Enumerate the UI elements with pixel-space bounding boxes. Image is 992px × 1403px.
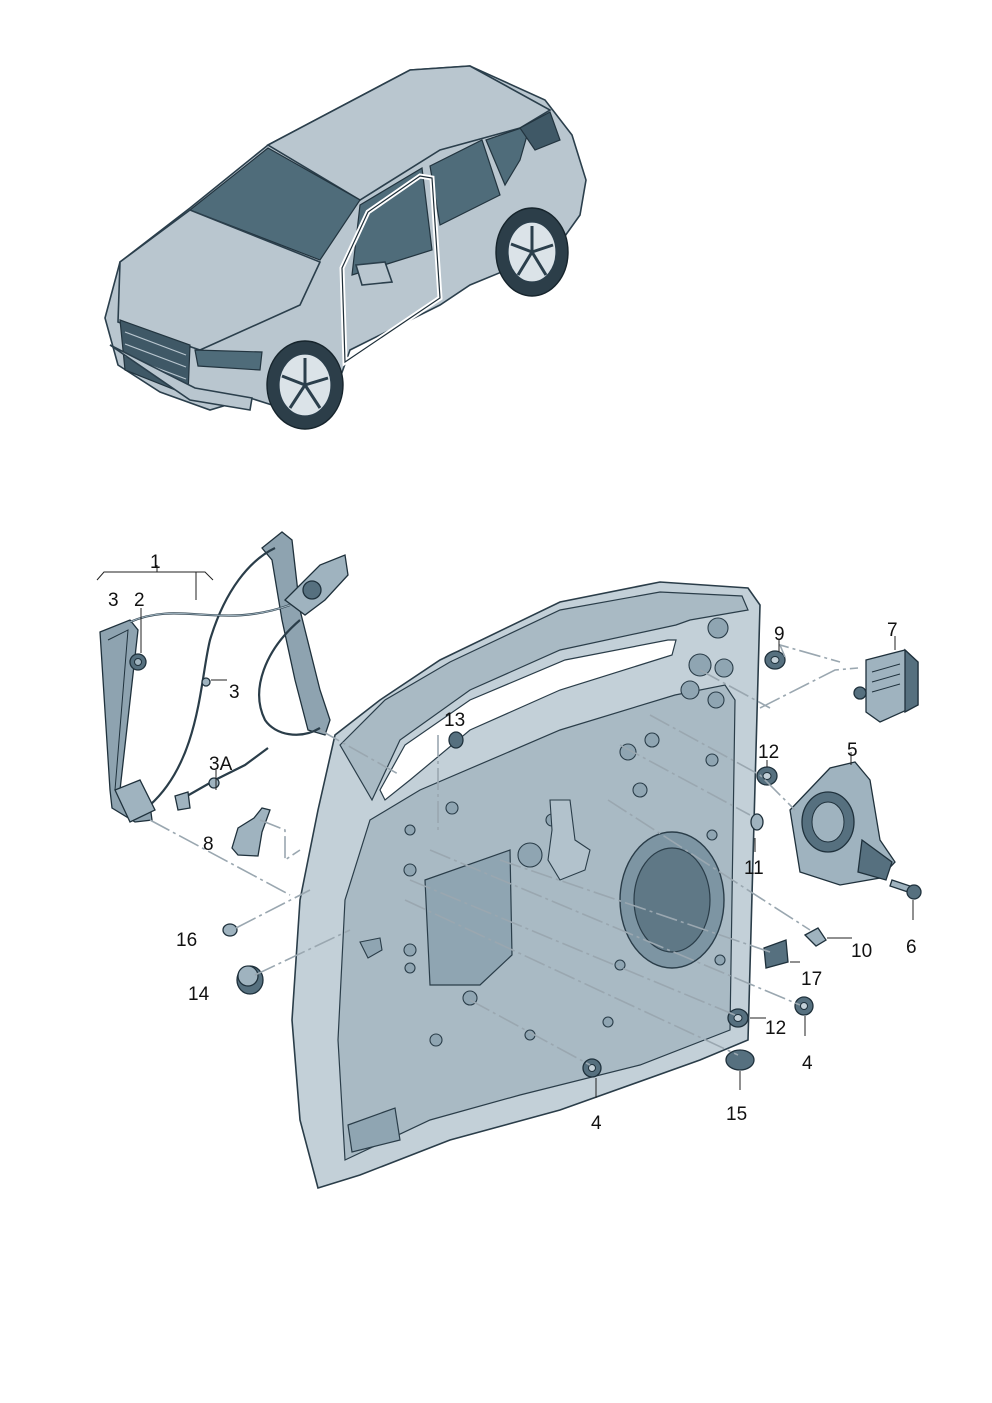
nut-4-right <box>794 996 814 1016</box>
window-regulator <box>99 531 349 823</box>
vehicle-illustration <box>104 65 587 430</box>
callout-11: 11 <box>744 858 764 879</box>
callout-labels: 1 3 2 3 3A 8 16 14 13 9 7 12 5 11 6 10 1… <box>108 552 917 1134</box>
plug-15 <box>725 1049 755 1071</box>
callout-17: 17 <box>801 969 822 990</box>
assembly-lines <box>149 643 859 1066</box>
callout-2: 2 <box>134 590 145 611</box>
cap-16 <box>222 923 238 937</box>
callout-8: 8 <box>203 834 214 855</box>
callout-16: 16 <box>176 930 197 951</box>
window-motor-5 <box>789 761 896 886</box>
callout-1: 1 <box>150 552 161 573</box>
washer-12-lower <box>727 1008 749 1028</box>
callout-9: 9 <box>774 624 785 645</box>
nut-4-bottom <box>582 1058 602 1078</box>
callout-14: 14 <box>188 984 210 1005</box>
callout-3-side: 3 <box>229 682 240 703</box>
pad-17 <box>763 939 789 969</box>
plug-11 <box>750 813 764 831</box>
screw-6 <box>889 879 922 900</box>
washer-9 <box>764 650 786 670</box>
callout-5: 5 <box>847 740 858 761</box>
plug-14 <box>236 965 264 995</box>
callout-12-upper: 12 <box>758 742 779 763</box>
callout-3a: 3A <box>209 754 233 775</box>
callout-4-right: 4 <box>802 1053 813 1074</box>
callout-10: 10 <box>851 941 872 962</box>
plug-13 <box>448 731 464 749</box>
callout-4-bottom: 4 <box>591 1113 602 1134</box>
callout-7: 7 <box>887 620 898 641</box>
callout-15: 15 <box>726 1104 747 1125</box>
callout-3-top: 3 <box>108 590 119 611</box>
control-module-7 <box>853 648 919 723</box>
cover-pad-8 <box>231 807 271 857</box>
clip-10 <box>803 927 827 947</box>
callout-13: 13 <box>444 710 465 731</box>
door-shell <box>291 581 761 1190</box>
callout-6: 6 <box>906 937 917 958</box>
callout-12-lower: 12 <box>765 1018 786 1039</box>
leader-lines <box>96 565 914 1098</box>
